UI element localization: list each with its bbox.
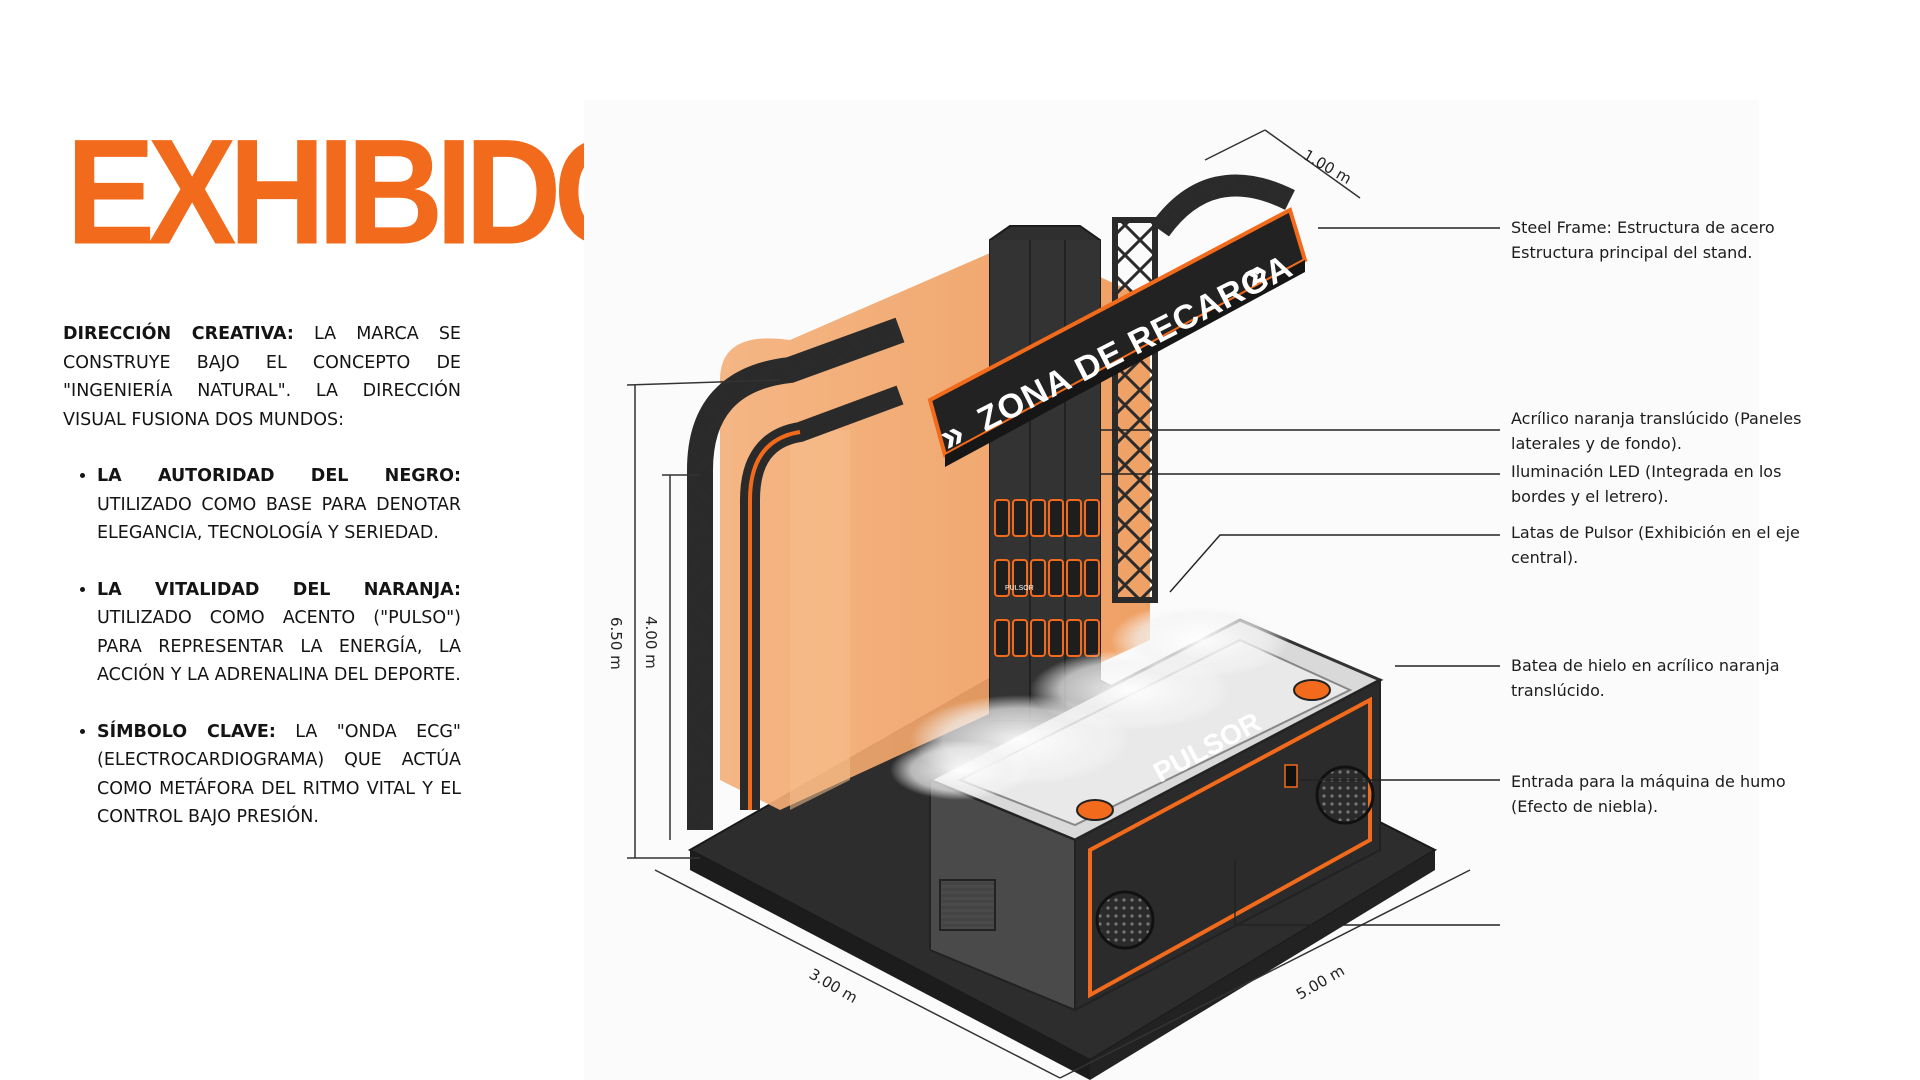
- can-row: [994, 619, 1100, 657]
- smoke-inlet: [1284, 764, 1298, 788]
- bullet-text: UTILIZADO COMO BASE PARA DENOTAR ELEGANC…: [97, 494, 461, 544]
- callout-line: Iluminación LED (Integrada en los: [1511, 462, 1782, 481]
- dimension-label: 6.50 m: [607, 617, 625, 670]
- bullet-list: LA AUTORIDAD DEL NEGRO: UTILIZADO COMO B…: [63, 462, 461, 832]
- callout-line: laterales y de fondo).: [1511, 433, 1682, 453]
- intro-paragraph: DIRECCIÓN CREATIVA: LA MARCA SE CONSTRUY…: [63, 320, 461, 434]
- fog-effect: [890, 602, 1290, 800]
- callout-line: central).: [1511, 547, 1579, 567]
- dimension-label: 4.00 m: [642, 616, 660, 669]
- can-label: PULSOR: [1005, 585, 1034, 592]
- bullet-label: LA AUTORIDAD DEL NEGRO:: [97, 466, 461, 486]
- bullet-label: LA VITALIDAD DEL NARANJA:: [97, 579, 461, 600]
- callout-smoke-machine: Entrada para la máquina de humo (Efecto …: [1511, 770, 1851, 819]
- callout-cans: Latas de Pulsor (Exhibición en el eje ce…: [1511, 521, 1851, 570]
- bullet-item: LA VITALIDAD DEL NARANJA: UTILIZADO COMO…: [97, 576, 461, 690]
- orange-button-icon: [1293, 679, 1331, 701]
- can-row: [994, 559, 1100, 597]
- bullet-item: LA AUTORIDAD DEL NEGRO: UTILIZADO COMO B…: [97, 462, 461, 548]
- orange-button-icon: [1076, 799, 1114, 821]
- can-row: [994, 499, 1100, 537]
- callout-line: Acrílico naranja translúcido (Paneles: [1511, 409, 1802, 428]
- callout-line: (Efecto de niebla).: [1511, 796, 1659, 816]
- bullet-text: UTILIZADO COMO ACENTO ("PULSO") PARA REP…: [97, 608, 461, 685]
- callout-line: Estructura principal del stand.: [1511, 242, 1753, 262]
- vent-grille: [939, 879, 996, 931]
- speaker-icon: [1095, 890, 1155, 950]
- callout-led-lighting: Iluminación LED (Integrada en los bordes…: [1511, 460, 1851, 509]
- callout-line: Latas de Pulsor (Exhibición en el eje: [1511, 523, 1800, 542]
- callout-ice-tray: Batea de hielo en acrílico naranja trans…: [1511, 654, 1851, 703]
- intro-label: DIRECCIÓN CREATIVA:: [63, 324, 294, 344]
- callout-line: Entrada para la máquina de humo: [1511, 772, 1786, 791]
- counter: PULSOR: [926, 618, 1384, 1012]
- bullet-text: LA "ONDA ECG" (ELECTROCARDIOGRAMA) QUE A…: [97, 721, 461, 828]
- creative-direction-text: DIRECCIÓN CREATIVA: LA MARCA SE CONSTRUY…: [63, 320, 461, 860]
- bullet-item: SÍMBOLO CLAVE: LA "ONDA ECG" (ELECTROCAR…: [97, 718, 461, 832]
- callout-leaders: [1100, 227, 1500, 926]
- bullet-label: SÍMBOLO CLAVE:: [97, 721, 276, 742]
- speaker-icon: [1315, 765, 1375, 825]
- callout-acrylic-panels: Acrílico naranja translúcido (Paneles la…: [1511, 407, 1851, 456]
- callout-line: translúcido.: [1511, 680, 1605, 700]
- intro-body: LA MARCA SE CONSTRUYE BAJO EL CONCEPTO D…: [63, 324, 461, 430]
- dimension-lines: [626, 129, 1471, 1079]
- left-truss-arch: [687, 317, 905, 830]
- callout-line: Steel Frame: Estructura de acero: [1511, 218, 1775, 237]
- can-display: PULSOR: [994, 499, 1100, 657]
- callout-steel-frame: Steel Frame: Estructura de acero Estruct…: [1511, 216, 1851, 265]
- callout-line: bordes y el letrero).: [1511, 486, 1669, 506]
- exhibitor-illustration: PULSOR ZONA DE RECARGA » » PULSOR: [584, 100, 1759, 1080]
- callout-line: Batea de hielo en acrílico naranja: [1511, 656, 1780, 675]
